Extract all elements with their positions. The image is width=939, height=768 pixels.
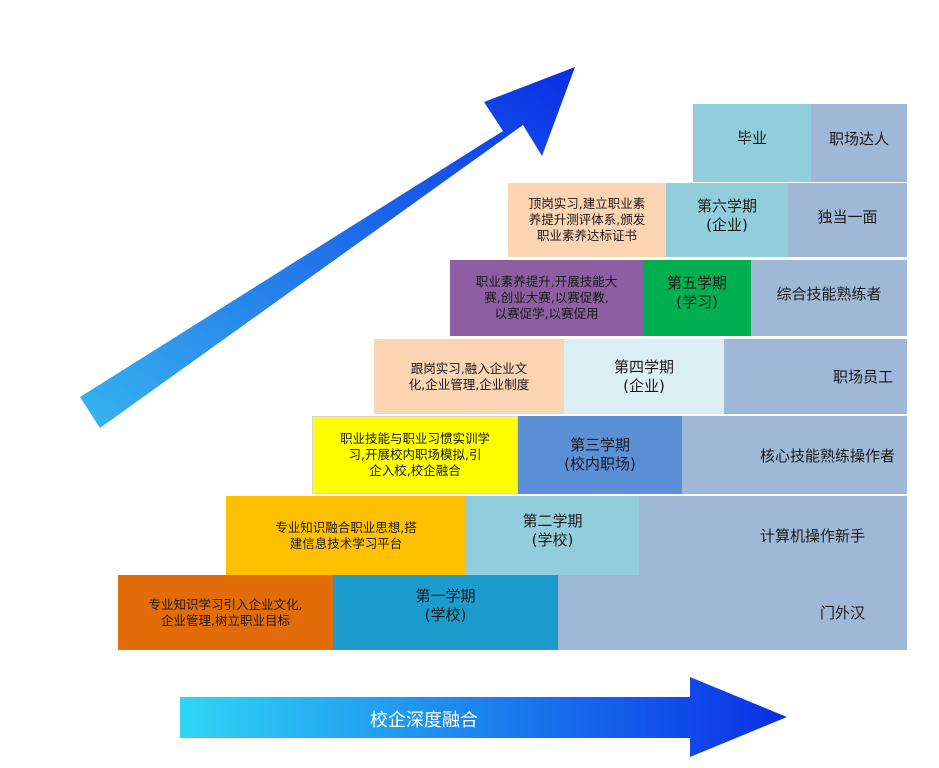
row5-semester: 第五学期 (学习) xyxy=(643,260,751,336)
row6-role: 独当一面 xyxy=(788,183,907,257)
row3-role: 核心技能熟练操作者 xyxy=(682,416,907,494)
row1-description: 专业知识学习引入企业文化, 企业管理,树立职业目标 xyxy=(118,575,333,650)
row6-description: 顶岗实习,建立职业素 养提升测评体系,颁发 职业素养达标证书 xyxy=(508,183,666,257)
row4-role: 职场员工 xyxy=(724,339,907,414)
row1-role: 门外汉 xyxy=(558,575,907,650)
row5-role: 综合技能熟练者 xyxy=(751,260,907,336)
row2-description: 专业知识融合职业思想,搭 建信息技术学习平台 xyxy=(226,496,466,575)
row3-semester: 第三学期 (校内职场) xyxy=(518,416,682,494)
row1-semester: 第一学期 (学校) xyxy=(333,575,558,650)
row2-role: 计算机操作新手 xyxy=(639,496,907,575)
row6-semester: 第六学期 (企业) xyxy=(666,183,788,257)
row2-semester: 第二学期 (学校) xyxy=(466,496,639,575)
row7-role: 职场达人 xyxy=(811,104,907,182)
row5-description: 职业素养提升,开展技能大 赛,创业大赛,以赛促教, 以赛促学,以赛促用 xyxy=(450,260,643,336)
row4-description: 跟岗实习,融入企业文 化,企业管理,企业制度 xyxy=(374,339,564,414)
bottom-arrow-label: 校企深度融合 xyxy=(370,710,478,731)
row3-description: 职业技能与职业习惯实训学 习,开展校内职场模拟,引 企入校,校企融合 xyxy=(312,416,518,494)
row7-semester: 毕业 xyxy=(693,104,811,182)
row4-semester: 第四学期 (企业) xyxy=(564,339,724,414)
